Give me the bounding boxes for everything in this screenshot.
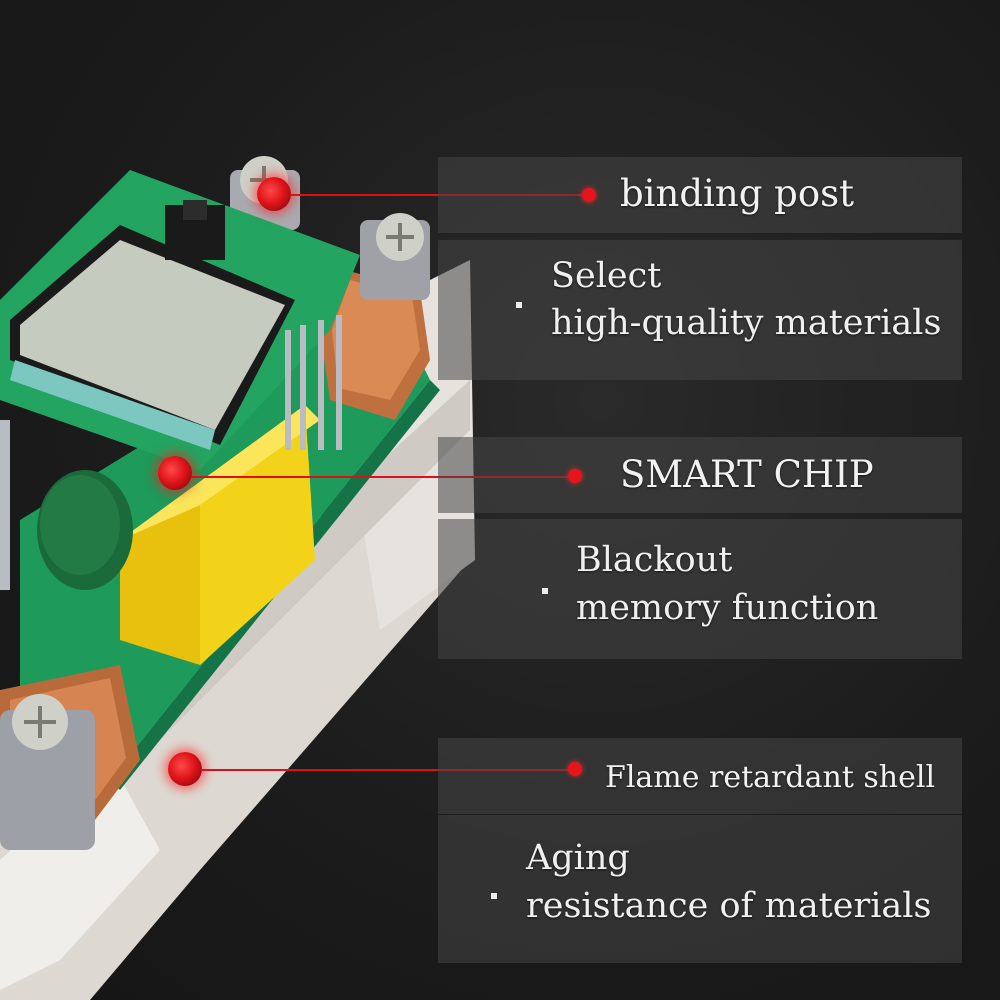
bullet-square-icon	[542, 588, 548, 594]
feature-desc-panel-shell	[438, 815, 962, 963]
callout-marker-binding-post	[257, 177, 291, 211]
feature-title-panel-binding-post	[438, 157, 962, 233]
leader-line-smart-chip	[191, 476, 575, 478]
callout-marker-shell	[168, 752, 202, 786]
feature-desc-line: Aging	[526, 838, 630, 878]
feature-desc-line: memory function	[576, 588, 879, 628]
title-dot-icon	[582, 188, 596, 202]
feature-title-panel-shell	[438, 738, 962, 814]
feature-title-binding-post: binding post	[620, 172, 854, 215]
feature-desc-line: high-quality materials	[551, 303, 942, 343]
feature-desc-line: resistance of materials	[526, 886, 932, 926]
feature-desc-panel-binding-post	[438, 240, 962, 380]
bullet-square-icon	[491, 893, 497, 899]
title-dot-icon	[568, 469, 582, 483]
title-dot-icon	[568, 762, 582, 776]
callout-marker-smart-chip	[158, 456, 192, 490]
feature-title-panel-smart-chip	[438, 437, 962, 513]
leader-line-shell	[201, 769, 575, 771]
feature-desc-panel-smart-chip	[438, 519, 962, 659]
feature-desc-line: Select	[551, 256, 662, 296]
bullet-square-icon	[516, 302, 522, 308]
feature-title-smart-chip: SMART CHIP	[620, 453, 874, 496]
feature-desc-line: Blackout	[576, 540, 733, 580]
feature-title-shell: Flame retardant shell	[605, 760, 936, 795]
